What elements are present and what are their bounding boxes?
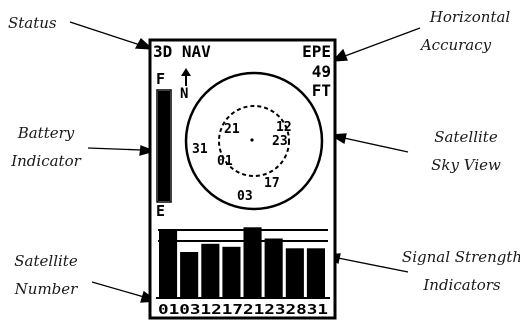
battery-full-label: F [156,70,165,88]
signal-bar [180,252,199,297]
signal-bar [306,248,325,298]
callout-signal-strength-line-1: Signal Strength [402,248,520,266]
battery-fill [158,91,170,201]
sky-satellite: 23 [272,134,288,149]
sky-inner-ring [218,105,290,177]
callout-horizontal-accuracy-line-1: Horizontal [429,8,511,26]
signal-bar [285,248,304,298]
callout-satellite-number-line-1: Satellite [14,252,78,270]
status-text: 3D NAV [153,42,211,61]
epe-label: EPE [302,42,331,61]
sky-outer-ring [184,71,324,211]
callout-status-line-1: Status [8,14,57,32]
callout-horizontal-accuracy-line-2: Accuracy [419,36,492,54]
gps-screen: 3D NAV EPE 49 FT F E N 21 12 23 31 01 17 [148,38,337,320]
arrow-status [69,21,154,50]
signal-bar [222,246,241,298]
sky-satellite: 31 [192,142,208,157]
sky-satellite: 01 [217,154,233,169]
signal-bar [201,243,220,298]
satellite-number-row: 0103121721232831 [158,303,328,318]
north-label: N [180,86,188,102]
satellite-sky-view: 21 12 23 31 01 17 03 [184,71,324,211]
epe-unit: FT [312,81,331,100]
callout-battery-indicator-line-1: Battery [17,124,75,142]
sky-satellite: 21 [224,122,240,137]
arrow-battery-indicator [87,145,157,156]
callout-satellite-sky-view-line-2: Sky View [431,156,501,174]
callout-satellite-number-line-2: Number [14,280,78,298]
callout-signal-strength-line-2: Indicators [422,276,501,294]
callout-battery-indicator-line-2: Indicator [10,152,81,170]
signal-strength-panel: 0103121721232831 [156,227,330,318]
arrow-satellite-sky-view [328,133,409,153]
sky-center-dot [250,138,254,142]
battery-indicator: F E [156,70,172,220]
arrow-satellite-number [91,281,158,303]
sky-satellite: 17 [264,176,280,191]
callout-labels: Status Horizontal Accuracy Battery Indic… [8,8,520,298]
callout-satellite-sky-view-line-1: Satellite [434,128,498,146]
sky-satellite: 12 [276,120,292,135]
signal-bar [159,231,178,297]
battery-empty-label: E [156,202,165,220]
north-indicator: N [180,68,191,102]
signal-bar [264,238,283,297]
battery-outline [156,89,172,203]
arrow-signal-strength [322,253,409,273]
north-arrow-icon [181,68,191,76]
signal-bar [243,227,262,298]
arrow-horizontal-accuracy [331,27,421,62]
sky-satellite: 03 [237,189,253,204]
epe-value: 49 [312,62,331,81]
signal-bars [159,227,325,298]
